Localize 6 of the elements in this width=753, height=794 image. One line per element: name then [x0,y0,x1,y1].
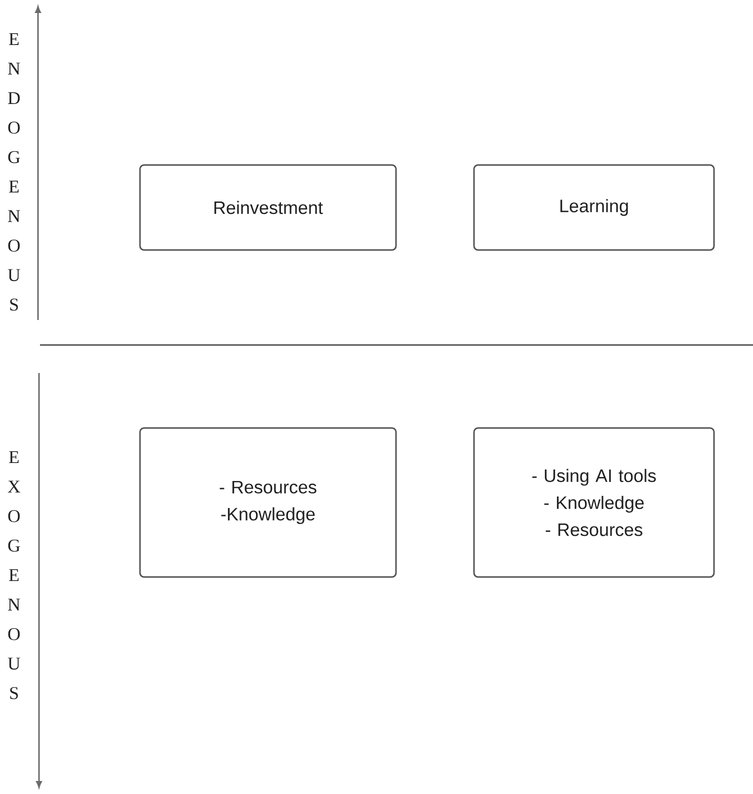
text-box: - Resources -Knowledge [139,427,397,578]
vertical-label: ENDOGENOUS [8,33,20,311]
text-box: - Using AI tools - Knowledge - Resources [473,427,715,578]
vertical-label: EXOGENOUS [8,451,20,700]
text-box: Reinvestment [139,164,397,251]
text-box: Learning [473,164,715,251]
